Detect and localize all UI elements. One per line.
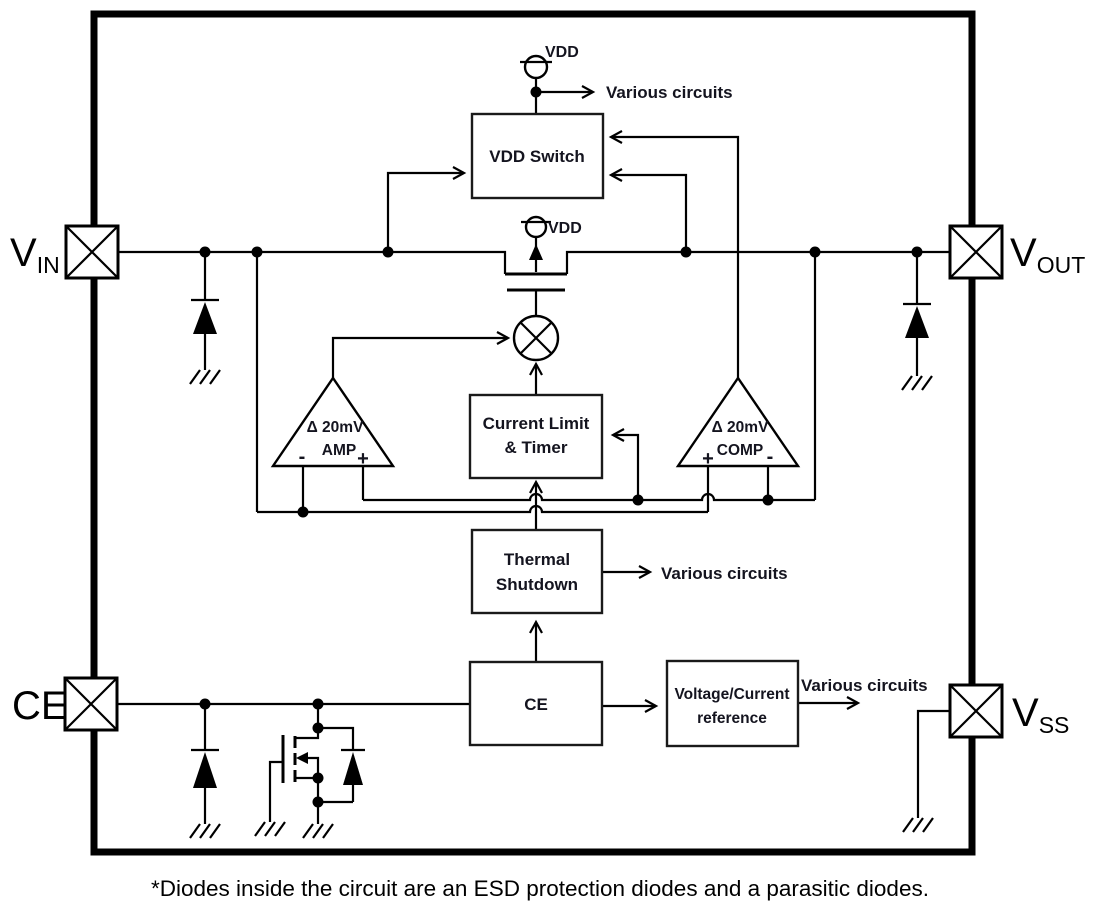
footnote: *Diodes inside the circuit are an ESD pr…	[151, 876, 929, 901]
parasitic-diode	[318, 726, 365, 804]
various-circuits-thermal-label: Various circuits	[661, 564, 788, 583]
reference-label-1: Voltage/Current	[674, 686, 789, 703]
amp-triangle: Δ 20mV AMP - +	[270, 375, 396, 512]
pin-label-vss: VSS	[1012, 691, 1069, 738]
pin-vin	[64, 224, 120, 280]
comp-pos-sign: +	[702, 448, 714, 470]
pin-label-vout: VOUT	[1010, 231, 1085, 278]
esd-diode-vout	[900, 252, 934, 392]
wires	[118, 78, 950, 818]
thermal-label-1: Thermal	[504, 550, 570, 569]
various-circuits-ref-label: Various circuits	[801, 676, 928, 695]
comp-neg-sign: -	[767, 446, 774, 468]
vdd-switch-label: VDD Switch	[489, 147, 584, 166]
ce-block-label: CE	[524, 695, 548, 714]
pass-pmos-transistor	[505, 237, 567, 316]
comp-triangle: Δ 20mV COMP + -	[675, 375, 801, 512]
block-vdd-switch: VDD Switch	[470, 112, 605, 200]
pin-label-ce: CE	[12, 684, 68, 728]
various-circuits-top-label: Various circuits	[606, 83, 733, 102]
vdd-terminal-gate: VDD	[521, 215, 582, 239]
comp-name-label: COMP	[717, 442, 764, 459]
amp-pos-sign: +	[357, 448, 369, 470]
gate-driver-icon	[512, 314, 560, 362]
vss-ground-symbol	[901, 816, 935, 834]
esd-diode-ce	[188, 704, 222, 840]
esd-diode-vin	[188, 252, 222, 386]
pin-vss	[948, 683, 1004, 739]
block-current-limit-timer: Current Limit & Timer	[468, 393, 604, 480]
amp-offset-label: Δ 20mV	[307, 419, 364, 436]
vdd-top-label: VDD	[545, 44, 579, 61]
block-voltage-current-reference: Voltage/Current reference Various circui…	[665, 659, 928, 748]
comp-offset-label: Δ 20mV	[712, 419, 769, 436]
reference-label-2: reference	[697, 710, 767, 727]
nmos-body-arrow	[296, 752, 308, 764]
block-ce: CE	[468, 660, 604, 747]
pin-ce	[63, 676, 119, 732]
vdd-gate-label: VDD	[548, 220, 582, 237]
pin-vout	[948, 224, 1004, 280]
junction-dots	[199, 86, 923, 808]
pmos-body-arrow	[529, 244, 543, 260]
thermal-label-2: Shutdown	[496, 575, 578, 594]
vdd-terminal-top: VDD Various circuits	[520, 44, 733, 102]
block-thermal-shutdown: Thermal Shutdown Various circuits	[470, 528, 788, 615]
amp-name-label: AMP	[322, 442, 356, 459]
current-limit-label-2: & Timer	[505, 438, 568, 457]
current-limit-label-1: Current Limit	[483, 414, 590, 433]
pin-label-vin: VIN	[10, 231, 60, 278]
amp-neg-sign: -	[299, 446, 306, 468]
ic-outline	[90, 10, 976, 856]
